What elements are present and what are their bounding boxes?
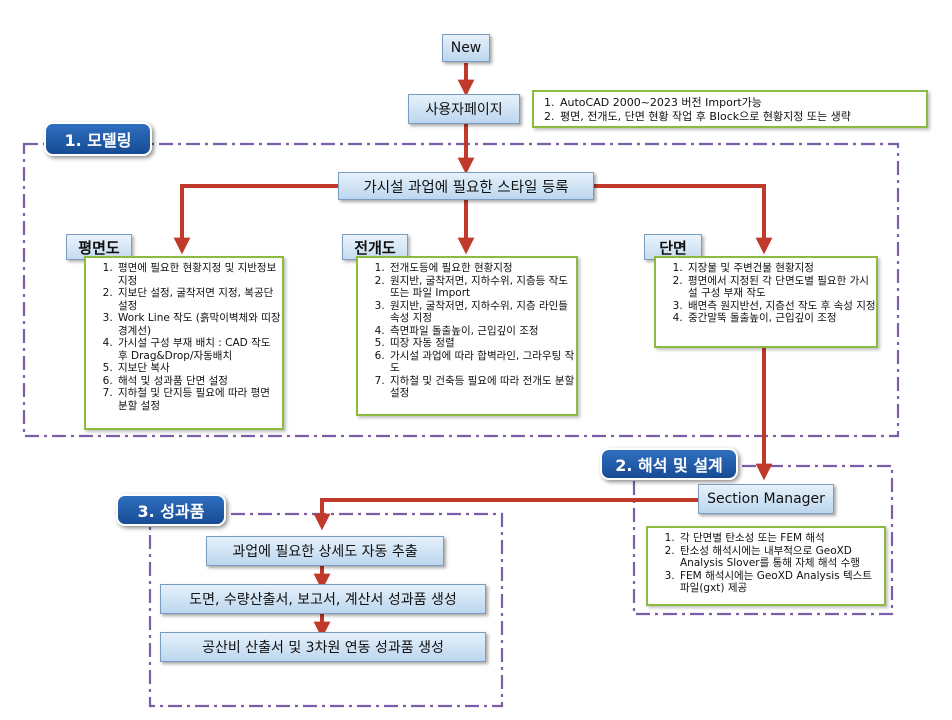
plan-step-item: Work Line 작도 (흙막이벽체와 띠장 경계선) <box>116 312 282 337</box>
plan-view-tab[interactable]: 평면도 <box>66 234 132 260</box>
analysis-step-item: 각 단면별 탄소성 또는 FEM 해석 <box>678 532 884 545</box>
phase2-label: 2. 해석 및 설계 <box>600 448 738 480</box>
section-step-item: 중간말뚝 돌출높이, 근입깊이 조정 <box>686 312 876 325</box>
development-step-item: 전개도등에 필요한 현황지정 <box>388 262 576 275</box>
plan-step-item: 지보단 복사 <box>116 362 282 375</box>
plan-view-steps: 평면에 필요한 현황지정 및 지반정보 지정 지보단 설정, 굴착저면 지정, … <box>84 256 284 430</box>
user-page-node[interactable]: 사용자페이지 <box>408 94 520 124</box>
plan-step-item: 해석 및 성과품 단면 설정 <box>116 375 282 388</box>
development-step-item: 띠장 자동 정렬 <box>388 337 576 350</box>
analysis-step-item: 탄소성 해석시에는 내부적으로 GeoXD Analysis Slover를 통… <box>678 545 884 570</box>
detail-extraction-node[interactable]: 과업에 필요한 상세도 자동 추출 <box>206 536 444 566</box>
analysis-step-item: FEM 해석시에는 GeoXD Analysis 텍스트 파일(gxt) 제공 <box>678 570 884 595</box>
section-view-tab[interactable]: 단면 <box>644 234 702 260</box>
section-view-steps: 지장물 및 주변건물 현황지정 평면에서 지정된 각 단면도별 필요한 가시설 … <box>654 256 878 348</box>
section-step-item: 지장물 및 주변건물 현황지정 <box>686 262 876 275</box>
plan-step-item: 지하철 및 단지등 필요에 따라 평면 분할 설정 <box>116 387 282 412</box>
plan-step-item: 가시설 구성 부재 배치 : CAD 작도 후 Drag&Drop/자동배치 <box>116 337 282 362</box>
notes-box: AutoCAD 2000~2023 버전 Import가능 평면, 전개도, 단… <box>532 90 928 128</box>
development-step-item: 가시설 과업에 따라 합벽라인, 그라우팅 작도 <box>388 350 576 375</box>
style-registration-node[interactable]: 가시설 과업에 필요한 스타일 등록 <box>338 172 594 200</box>
section-step-item: 배면측 원지반선, 지층선 작도 후 속성 지정 <box>686 300 876 313</box>
development-step-item: 원지반, 굴착저면, 지하수위, 지층 라인들 속성 지정 <box>388 300 576 325</box>
section-step-item: 평면에서 지정된 각 단면도별 필요한 가시설 구성 부재 작도 <box>686 275 876 300</box>
note-item: AutoCAD 2000~2023 버전 Import가능 <box>558 96 926 110</box>
plan-step-item: 지보단 설정, 굴착저면 지정, 복공단 설정 <box>116 287 282 312</box>
arrow-style-to-section <box>592 184 773 255</box>
phase1-label: 1. 모델링 <box>44 122 152 156</box>
plan-step-item: 평면에 필요한 현황지정 및 지반정보 지정 <box>116 262 282 287</box>
section-manager-node[interactable]: Section Manager <box>698 484 834 514</box>
phase1-group-outline <box>22 142 900 438</box>
new-node[interactable]: New <box>442 34 490 62</box>
development-view-steps: 전개도등에 필요한 현황지정 원지반, 굴착저면, 지하수위, 지층등 작도 또… <box>356 256 578 416</box>
cost-3d-deliverables-node[interactable]: 공산비 산출서 및 3차원 연동 성과품 생성 <box>160 632 486 662</box>
phase3-label: 3. 성과품 <box>116 494 226 526</box>
development-step-item: 원지반, 굴착저면, 지하수위, 지층등 작도 또는 파일 Import <box>388 275 576 300</box>
arrow-manager-to-results <box>313 498 698 531</box>
deliverables-node[interactable]: 도면, 수량산출서, 보고서, 계산서 성과품 생성 <box>160 584 486 614</box>
development-step-item: 지하철 및 건축등 필요에 따라 전개도 분할 설정 <box>388 375 576 400</box>
note-item: 평면, 전개도, 단면 현황 작업 후 Block으로 현황지정 또는 생략 <box>558 110 926 124</box>
arrow-style-to-plan <box>173 184 338 255</box>
analysis-steps: 각 단면별 탄소성 또는 FEM 해석 탄소성 해석시에는 내부적으로 GeoX… <box>646 526 886 606</box>
development-step-item: 측면파일 돌출높이, 근입깊이 조정 <box>388 325 576 338</box>
